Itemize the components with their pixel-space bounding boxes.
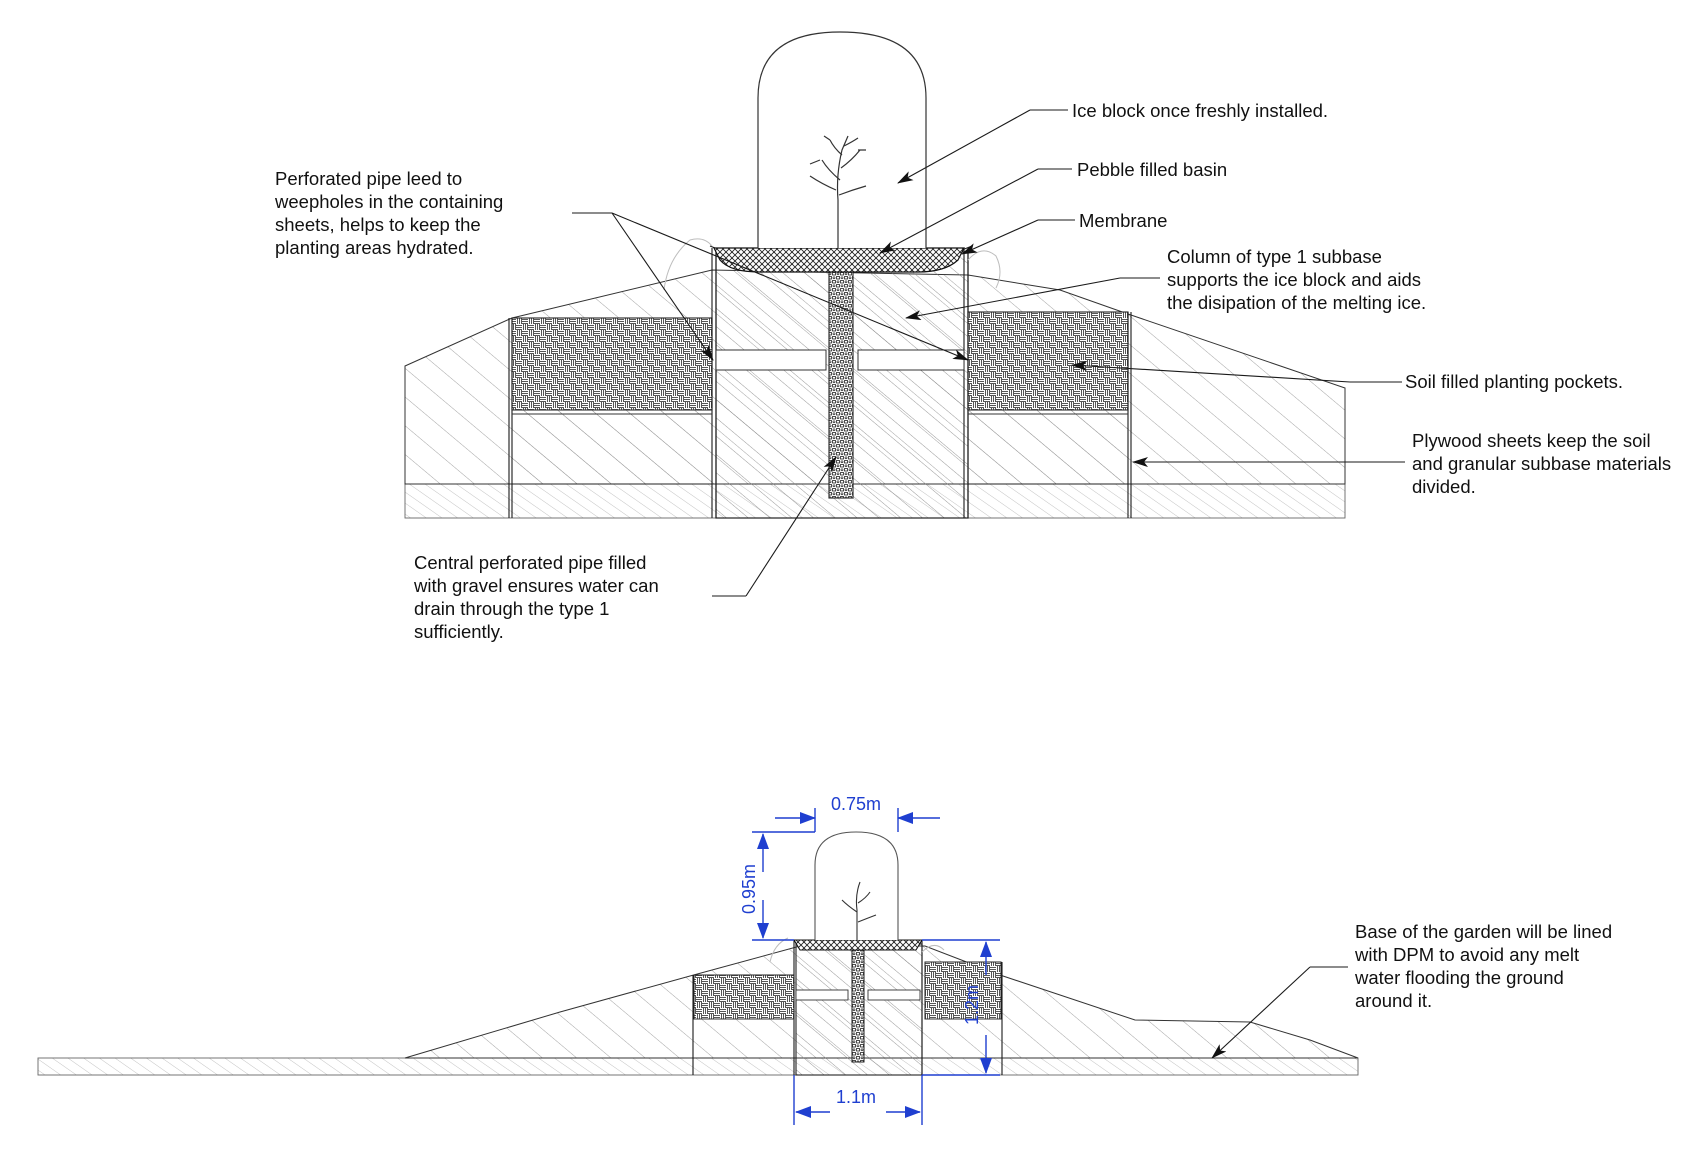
perforated-line-2: weepholes in the containing [274, 191, 503, 212]
plywood-line-3: divided. [1412, 476, 1476, 497]
leader-perforated-pipe [572, 212, 969, 361]
plant-sapling-lower-icon [841, 881, 877, 940]
central-line-1: Central perforated pipe filled [414, 552, 646, 573]
dim-label-ice-height: 0.95m [739, 864, 759, 914]
perforated-line-1: Perforated pipe leed to [275, 168, 462, 189]
soil-pocket-left-lower [693, 974, 795, 1020]
ice-block [757, 31, 927, 248]
label-central-pipe: Central perforated pipe filled with grav… [413, 552, 664, 642]
perforated-pipe-left-lower [795, 989, 849, 1001]
dim-base-width [793, 1075, 923, 1125]
pebble-basin-lower [793, 939, 923, 951]
dim-label-column-height: 1.2m [962, 985, 982, 1025]
perforated-pipe-right-lower [867, 989, 921, 1001]
soil-pocket-right [967, 311, 1129, 411]
leader-dpm [1211, 966, 1348, 1059]
central-line-3: drain through the type 1 [414, 598, 609, 619]
dpm-line-2: with DPM to avoid any melt [1354, 944, 1579, 965]
plywood-line-2: and granular subbase materials [1412, 453, 1671, 474]
central-gravel-pipe [828, 267, 854, 499]
label-soil-pockets: Soil filled planting pockets. [1405, 371, 1623, 392]
soil-pocket-right-lower [924, 961, 1002, 1020]
perforated-line-4: planting areas hydrated. [275, 237, 474, 258]
dimensioned-section [37, 808, 1359, 1125]
dim-ice-height [752, 831, 815, 941]
label-ice-block: Ice block once freshly installed. [1072, 100, 1328, 121]
dpm-line-3: water flooding the ground [1354, 967, 1564, 988]
perforated-pipe-right [857, 349, 965, 371]
perforated-pipe-left [715, 349, 827, 371]
dim-label-base-width: 1.1m [836, 1087, 876, 1107]
label-pebble-basin: Pebble filled basin [1077, 159, 1227, 180]
central-gravel-pipe-lower [851, 949, 865, 1063]
dpm-line-1: Base of the garden will be lined [1355, 921, 1612, 942]
subbase-line-1: Column of type 1 subbase [1167, 246, 1382, 267]
subbase-left [511, 409, 713, 485]
label-dpm-base: Base of the garden will be lined with DP… [1354, 921, 1617, 1011]
label-plywood: Plywood sheets keep the soil and granula… [1412, 430, 1676, 497]
ice-block-lower [814, 831, 899, 940]
soil-pocket-left [511, 317, 713, 411]
plant-sapling-icon [809, 135, 867, 248]
pebble-basin [713, 247, 965, 273]
ground-strip-lower [37, 1057, 1359, 1076]
subbase-line-3: the disipation of the melting ice. [1167, 292, 1426, 313]
label-membrane: Membrane [1079, 210, 1167, 231]
subbase-right [967, 409, 1129, 485]
plywood-line-1: Plywood sheets keep the soil [1412, 430, 1651, 451]
label-perforated-pipe: Perforated pipe leed to weepholes in the… [274, 168, 508, 258]
central-line-4: sufficiently. [414, 621, 504, 642]
shrub-sketches-lower [769, 937, 945, 963]
subbase-line-2: supports the ice block and aids [1167, 269, 1421, 290]
detail-section [404, 31, 1346, 519]
leaders-top [712, 109, 1405, 597]
dim-label-top-width: 0.75m [831, 794, 881, 814]
dim-column-height [922, 939, 1000, 1076]
plywood-sheets-lower [692, 940, 1003, 1075]
central-line-2: with gravel ensures water can [413, 575, 659, 596]
dim-top-width [775, 808, 940, 832]
label-subbase-column: Column of type 1 subbase supports the ic… [1167, 246, 1426, 313]
dpm-line-4: around it. [1355, 990, 1432, 1011]
labels: Ice block once freshly installed. Pebble… [274, 100, 1676, 1107]
perforated-line-3: sheets, helps to keep the [275, 214, 481, 235]
plywood-sheets [508, 248, 1132, 518]
